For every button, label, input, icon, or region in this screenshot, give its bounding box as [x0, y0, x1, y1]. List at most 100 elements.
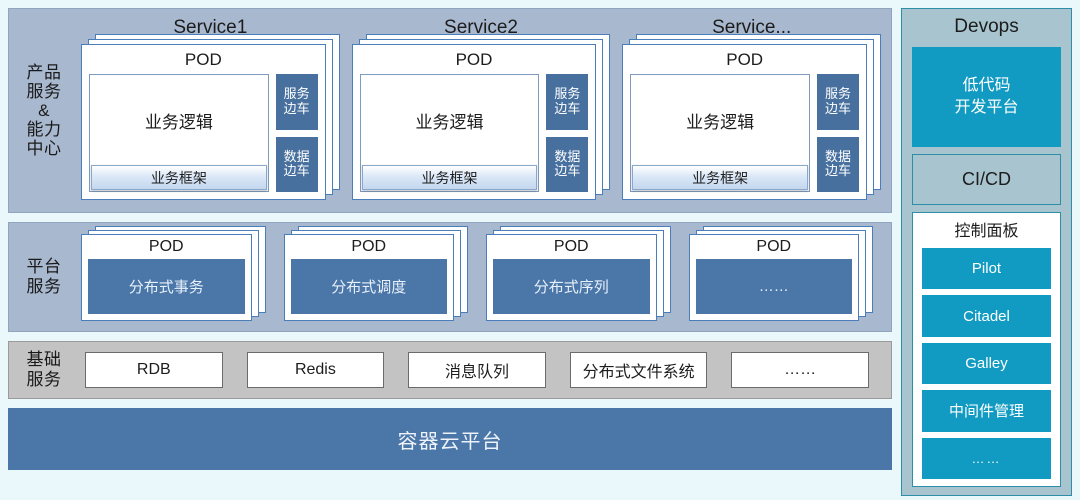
platform-pod-card[interactable]: POD 分布式调度 [283, 234, 454, 321]
control-panel-item-galley[interactable]: Galley [922, 342, 1051, 385]
row-label-line: 平台 [26, 256, 62, 276]
sidecar-line: 服务 [283, 86, 310, 102]
pod-body: 业务逻辑 业务框架 服务 边车 [89, 74, 318, 192]
platform-pod-stack: POD …… [688, 226, 873, 321]
platform-pods-container: POD 分布式事务 POD 分布式调度 POD [79, 223, 891, 331]
sidecar-group: 服务 边车 数据 边车 [817, 74, 860, 192]
control-panel-item-more[interactable]: …… [922, 437, 1051, 480]
infra-item-message-queue[interactable]: 消息队列 [408, 352, 546, 388]
service-title: Service... [712, 17, 792, 38]
sidecar-line: 服务 [554, 86, 581, 102]
control-panel-card: 控制面板 Pilot Citadel Galley 中间件管理 …… [912, 212, 1061, 487]
devops-panel: Devops 低代码 开发平台 CI/CD 控制面板 Pilot Citadel… [901, 8, 1072, 496]
service-column-1[interactable]: Service1 POD 业务逻辑 业务框架 [81, 13, 340, 206]
business-logic-label: 业务逻辑 [415, 112, 484, 132]
sidecar-service[interactable]: 服务 边车 [817, 74, 860, 130]
row-label-line: 服务 [26, 277, 62, 296]
pod-title: POD [455, 50, 493, 69]
pod-title: POD [756, 238, 792, 255]
row-label-product-services: 产品 服务 & 能力 中心 [9, 63, 79, 158]
sidecar-line: 边车 [554, 100, 581, 116]
row-label-line: 中心 [26, 139, 62, 159]
lowcode-platform-card[interactable]: 低代码 开发平台 [912, 47, 1061, 147]
sidecar-data[interactable]: 数据 边车 [275, 136, 318, 192]
row-label-line: 服务 [26, 370, 62, 389]
row-label-line: 产品 [26, 62, 62, 82]
business-logic-box: 业务逻辑 业务框架 [359, 74, 540, 192]
row-container-cloud-platform[interactable]: 容器云平台 [8, 408, 892, 470]
platform-service-label: 分布式调度 [290, 259, 447, 314]
sidecar-line: 边车 [283, 100, 310, 116]
sidecar-service[interactable]: 服务 边车 [275, 74, 318, 130]
sidecar-line: 服务 [825, 86, 852, 102]
pod-card[interactable]: POD 业务逻辑 业务框架 服务 [622, 44, 868, 200]
sidecar-line: 数据 [283, 148, 310, 164]
service-title: Service2 [444, 17, 518, 38]
lowcode-line-1: 低代码 [962, 77, 1011, 95]
platform-service-label: 分布式事务 [88, 259, 245, 314]
sidecar-line: 数据 [554, 148, 581, 164]
platform-service-label: 分布式序列 [493, 259, 650, 314]
service-column-2[interactable]: Service2 POD 业务逻辑 业务框架 [351, 13, 611, 206]
infra-item-distributed-file-system[interactable]: 分布式文件系统 [569, 352, 708, 388]
infra-item-rdb[interactable]: RDB [85, 352, 223, 388]
row-label-infrastructure: 基础 服务 [9, 350, 79, 391]
platform-pod-stack: POD 分布式事务 [81, 226, 266, 321]
row-label-line: 能力 [26, 120, 62, 140]
control-panel-item-pilot[interactable]: Pilot [922, 248, 1051, 290]
business-logic-label: 业务逻辑 [144, 112, 213, 132]
devops-title: Devops [954, 16, 1019, 37]
infra-item-more[interactable]: …… [731, 352, 869, 388]
control-panel-item-middleware-management[interactable]: 中间件管理 [922, 390, 1051, 432]
row-platform-services: 平台 服务 POD 分布式事务 POD 分布式调 [8, 222, 892, 332]
row-label-line: 基础 [26, 349, 62, 369]
left-stack-column: 产品 服务 & 能力 中心 Service1 POD [8, 8, 892, 496]
sidecar-data[interactable]: 数据 边车 [817, 136, 860, 192]
row-label-line: 服务 [26, 81, 62, 101]
platform-pod-card[interactable]: POD …… [688, 234, 859, 321]
sidecar-service[interactable]: 服务 边车 [546, 74, 589, 130]
business-framework-bar[interactable]: 业务框架 [361, 165, 538, 190]
pod-card[interactable]: POD 业务逻辑 业务框架 服务 [351, 44, 597, 200]
infrastructure-items-container: RDB Redis 消息队列 分布式文件系统 …… [79, 342, 891, 398]
sidecar-data[interactable]: 数据 边车 [546, 136, 589, 192]
business-logic-label: 业务逻辑 [686, 112, 755, 132]
sidecar-line: 数据 [825, 148, 852, 164]
lowcode-line-2: 开发平台 [954, 99, 1019, 116]
platform-service-label: …… [695, 259, 852, 314]
sidecar-line: 边车 [825, 163, 852, 179]
pod-card[interactable]: POD 业务逻辑 业务框架 服务 [81, 44, 326, 200]
pod-stack: POD 业务逻辑 业务框架 服务 [351, 34, 611, 200]
sidecar-line: 边车 [554, 163, 581, 179]
row-infrastructure-services: 基础 服务 RDB Redis 消息队列 分布式文件系统 …… [8, 341, 892, 399]
pod-title: POD [148, 238, 184, 255]
business-framework-bar[interactable]: 业务框架 [91, 165, 267, 190]
pod-body: 业务逻辑 业务框架 服务 边车 [359, 74, 589, 192]
pod-title: POD [351, 238, 387, 255]
cicd-card[interactable]: CI/CD [912, 154, 1061, 205]
platform-pod-card[interactable]: POD 分布式序列 [486, 234, 657, 321]
control-panel-title: 控制面板 [954, 223, 1019, 240]
row-label-line: & [38, 100, 50, 120]
service-column-3[interactable]: Service... POD 业务逻辑 业务框架 [622, 13, 882, 206]
row-label-platform-services: 平台 服务 [9, 257, 79, 298]
business-logic-box: 业务逻辑 业务框架 [630, 74, 811, 192]
sidecar-line: 边车 [825, 100, 852, 116]
container-cloud-platform-label: 容器云平台 [397, 430, 503, 453]
pod-title: POD [553, 238, 589, 255]
row-product-services: 产品 服务 & 能力 中心 Service1 POD [8, 8, 892, 213]
pod-stack: POD 业务逻辑 业务框架 服务 [81, 34, 340, 200]
business-framework-bar[interactable]: 业务框架 [632, 165, 809, 190]
platform-pod-card[interactable]: POD 分布式事务 [81, 234, 252, 321]
platform-pod-stack: POD 分布式调度 [283, 226, 468, 321]
pod-title: POD [184, 50, 222, 69]
sidecar-group: 服务 边车 数据 边车 [546, 74, 589, 192]
pod-body: 业务逻辑 业务框架 服务 边车 [630, 74, 860, 192]
infra-item-redis[interactable]: Redis [246, 352, 385, 388]
pod-title: POD [726, 50, 764, 69]
sidecar-group: 服务 边车 数据 边车 [275, 74, 318, 192]
platform-pod-stack: POD 分布式序列 [486, 226, 671, 321]
control-panel-item-citadel[interactable]: Citadel [922, 295, 1051, 337]
service-title: Service1 [173, 17, 248, 38]
